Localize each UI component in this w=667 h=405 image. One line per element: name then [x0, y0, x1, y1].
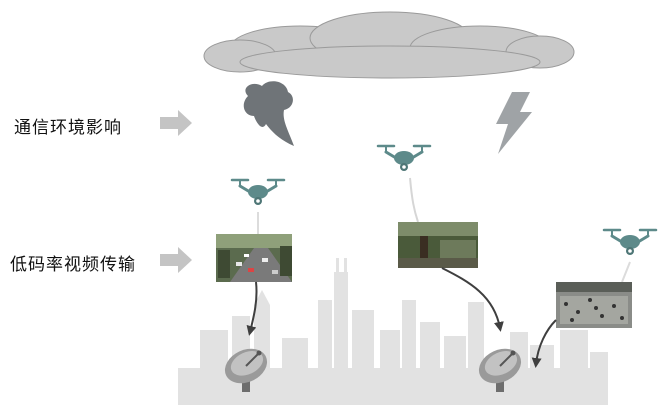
arrow-right-icon [160, 247, 192, 273]
uplink-line [409, 177, 419, 223]
city-skyline-icon [178, 258, 608, 405]
video-transmission-label: 低码率视频传输 [10, 255, 136, 275]
environment-label: 通信环境影响 [14, 118, 122, 138]
lightning-icon [496, 92, 532, 154]
downlink-arrow [531, 319, 557, 368]
uplink-line [621, 261, 631, 283]
arrow-right-icon [160, 110, 192, 136]
video-frame-crowd [556, 282, 632, 328]
video-frame-park [398, 222, 478, 268]
drone-icon [602, 228, 658, 257]
drone-icon [376, 144, 432, 173]
drone-icon [230, 178, 286, 207]
cloud-icon [203, 11, 575, 79]
downlink-arrow [246, 281, 258, 336]
downlink-arrow [441, 267, 504, 332]
video-frame-traffic [216, 234, 292, 282]
smoke-icon [243, 81, 294, 146]
